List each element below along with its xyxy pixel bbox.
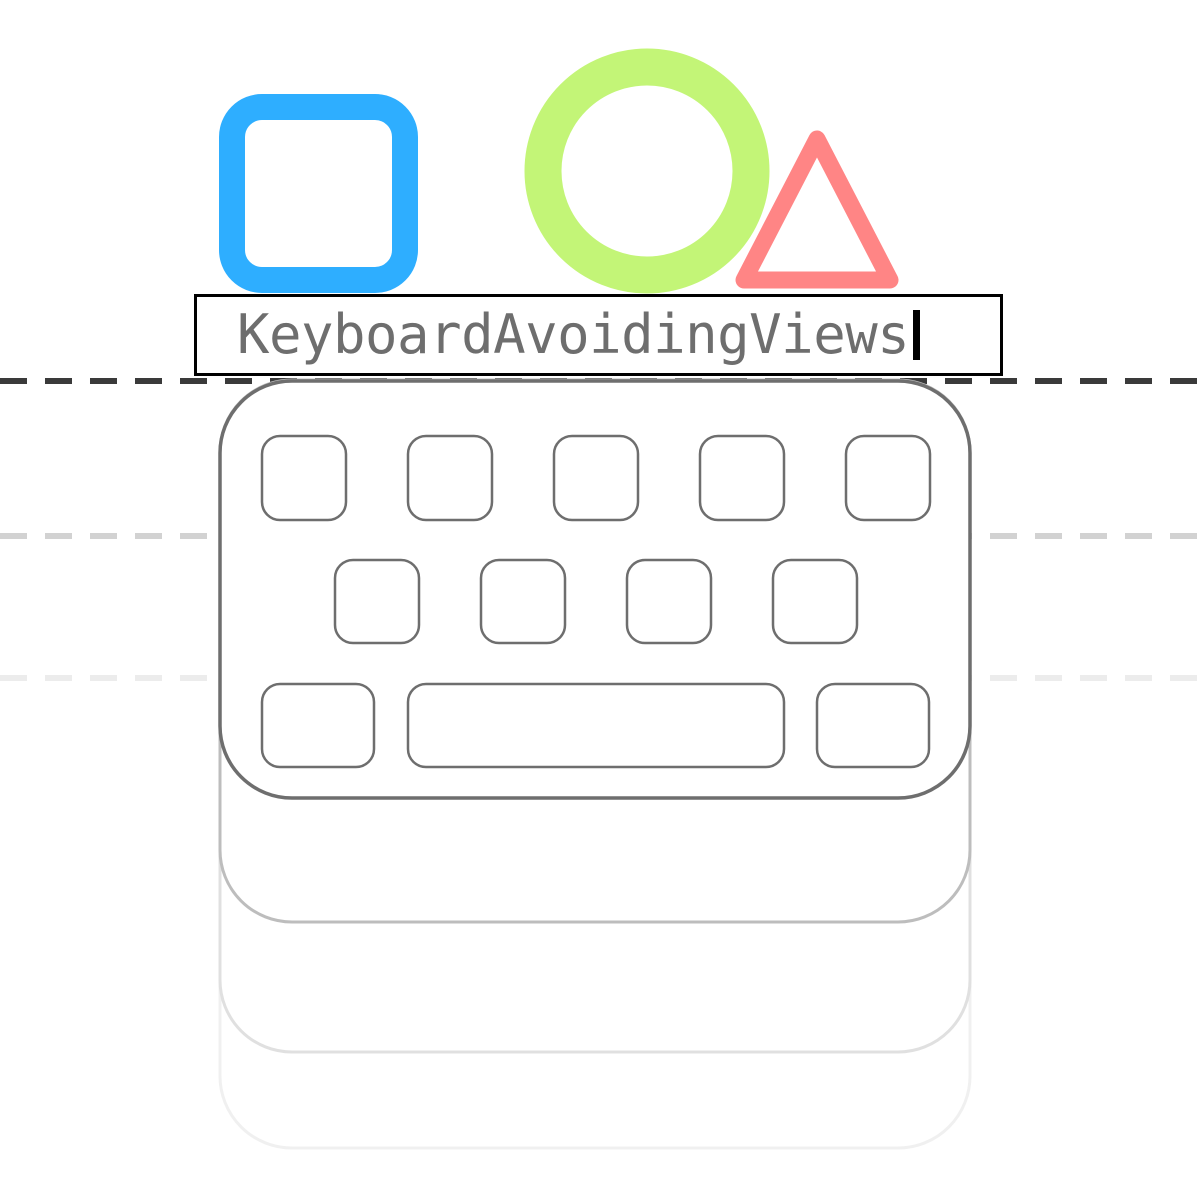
key xyxy=(844,434,932,522)
triangle-icon xyxy=(735,130,899,289)
key xyxy=(333,558,421,645)
key-spacebar xyxy=(406,682,786,769)
key-return xyxy=(815,682,931,769)
key xyxy=(625,558,713,645)
key xyxy=(479,558,567,645)
square-icon xyxy=(219,94,418,293)
key xyxy=(698,434,786,522)
circle-icon xyxy=(524,48,770,294)
key xyxy=(406,434,494,522)
key xyxy=(552,434,640,522)
keyboard-icon xyxy=(218,379,972,800)
text-input-value: KeyboardAvoidingViews xyxy=(237,303,910,366)
text-cursor xyxy=(913,310,921,360)
text-input-field[interactable]: KeyboardAvoidingViews xyxy=(194,294,1003,376)
key xyxy=(771,558,859,645)
key xyxy=(260,434,348,522)
key-shift xyxy=(260,682,376,769)
